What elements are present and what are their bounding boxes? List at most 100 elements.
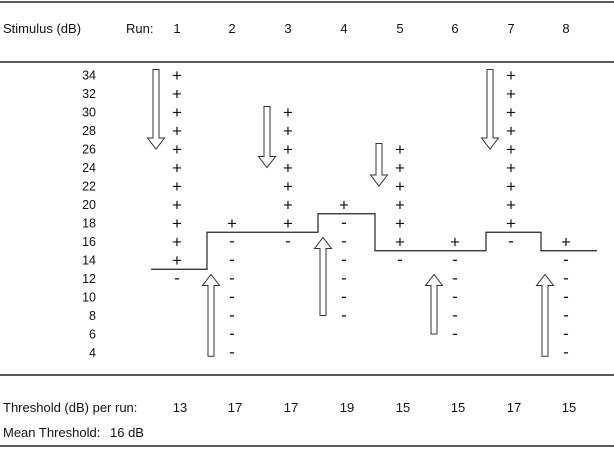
response-plus: +	[227, 214, 237, 233]
level-label: 28	[82, 124, 96, 138]
level-label: 4	[89, 346, 96, 360]
level-label: 6	[89, 328, 96, 342]
run-header-5: 5	[396, 21, 403, 36]
level-label: 24	[82, 161, 96, 175]
level-label: 14	[82, 254, 96, 268]
response-plus: +	[172, 103, 182, 122]
arrow-up-icon	[313, 236, 333, 316]
response-plus: +	[450, 233, 460, 252]
response-minus: -	[563, 250, 569, 269]
response-plus: +	[283, 196, 293, 215]
run-header: Run:	[126, 21, 153, 36]
response-plus: +	[561, 233, 571, 252]
response-minus: -	[508, 232, 514, 251]
response-plus: +	[172, 177, 182, 196]
response-minus: -	[229, 269, 235, 288]
threshold-value-run-3: 17	[284, 400, 298, 415]
response-minus: -	[452, 287, 458, 306]
response-minus: -	[341, 306, 347, 325]
response-plus: +	[172, 85, 182, 104]
direction-arrows	[146, 68, 555, 357]
response-plus: +	[283, 103, 293, 122]
response-minus: -	[285, 232, 291, 251]
run-header-7: 7	[507, 21, 514, 36]
threshold-value-run-6: 15	[451, 400, 465, 415]
run-header-4: 4	[340, 21, 347, 36]
run-header-6: 6	[451, 21, 458, 36]
threshold-value-run-4: 19	[340, 400, 354, 415]
response-plus: +	[506, 103, 516, 122]
response-plus: +	[506, 140, 516, 159]
response-minus: -	[452, 306, 458, 325]
mean-threshold-value: 16 dB	[110, 425, 144, 440]
threshold-value-run-2: 17	[228, 400, 242, 415]
response-minus: -	[397, 250, 403, 269]
response-plus: +	[283, 214, 293, 233]
level-label: 32	[82, 87, 96, 101]
response-minus: -	[563, 306, 569, 325]
response-plus: +	[172, 122, 182, 141]
level-label: 18	[82, 217, 96, 231]
response-plus: +	[283, 122, 293, 141]
response-plus: +	[506, 214, 516, 233]
response-minus: -	[341, 287, 347, 306]
response-plus: +	[506, 177, 516, 196]
threshold-staircase-line	[151, 213, 597, 270]
arrow-up-icon	[201, 273, 221, 357]
response-plus: +	[172, 196, 182, 215]
stimulus-header: Stimulus (dB)	[3, 21, 81, 36]
arrow-down-icon	[257, 105, 277, 169]
arrow-down-icon	[146, 68, 166, 150]
response-plus: +	[172, 251, 182, 270]
response-plus: +	[506, 66, 516, 85]
level-label: 16	[82, 235, 96, 249]
response-plus: +	[172, 66, 182, 85]
response-plus: +	[395, 140, 405, 159]
response-plus: +	[395, 214, 405, 233]
response-plus: +	[395, 233, 405, 252]
response-minus: -	[229, 287, 235, 306]
response-plus: +	[172, 233, 182, 252]
response-plus: +	[172, 159, 182, 178]
response-minus: -	[563, 269, 569, 288]
response-marks: +++++++++++--------++++++++-------++++++…	[172, 66, 571, 362]
level-label: 8	[89, 309, 96, 323]
response-plus: +	[283, 177, 293, 196]
run-header-8: 8	[562, 21, 569, 36]
response-plus: +	[506, 122, 516, 141]
response-minus: -	[229, 232, 235, 251]
response-minus: -	[341, 232, 347, 251]
arrow-down-icon	[480, 68, 500, 150]
mean-threshold-label: Mean Threshold:	[3, 425, 100, 440]
response-plus: +	[283, 140, 293, 159]
response-minus: -	[174, 269, 180, 288]
level-label: 20	[82, 198, 96, 212]
response-plus: +	[339, 196, 349, 215]
arrow-up-icon	[535, 273, 555, 357]
response-plus: +	[506, 85, 516, 104]
level-label: 26	[82, 143, 96, 157]
response-minus: -	[452, 269, 458, 288]
run-header-2: 2	[228, 21, 235, 36]
arrow-up-icon	[424, 273, 444, 335]
response-plus: +	[395, 196, 405, 215]
level-label: 22	[82, 180, 96, 194]
response-plus: +	[506, 159, 516, 178]
response-minus: -	[229, 306, 235, 325]
level-label: 12	[82, 272, 96, 286]
response-minus: -	[341, 250, 347, 269]
response-plus: +	[283, 159, 293, 178]
level-label: 10	[82, 291, 96, 305]
response-plus: +	[506, 196, 516, 215]
threshold-value-run-1: 13	[173, 400, 187, 415]
response-minus: -	[563, 324, 569, 343]
run-header-1: 1	[173, 21, 180, 36]
threshold-value-run-7: 17	[507, 400, 521, 415]
response-minus: -	[563, 343, 569, 362]
level-label: 30	[82, 106, 96, 120]
threshold-label: Threshold (dB) per run:	[3, 400, 137, 415]
response-minus: -	[452, 324, 458, 343]
response-plus: +	[172, 140, 182, 159]
